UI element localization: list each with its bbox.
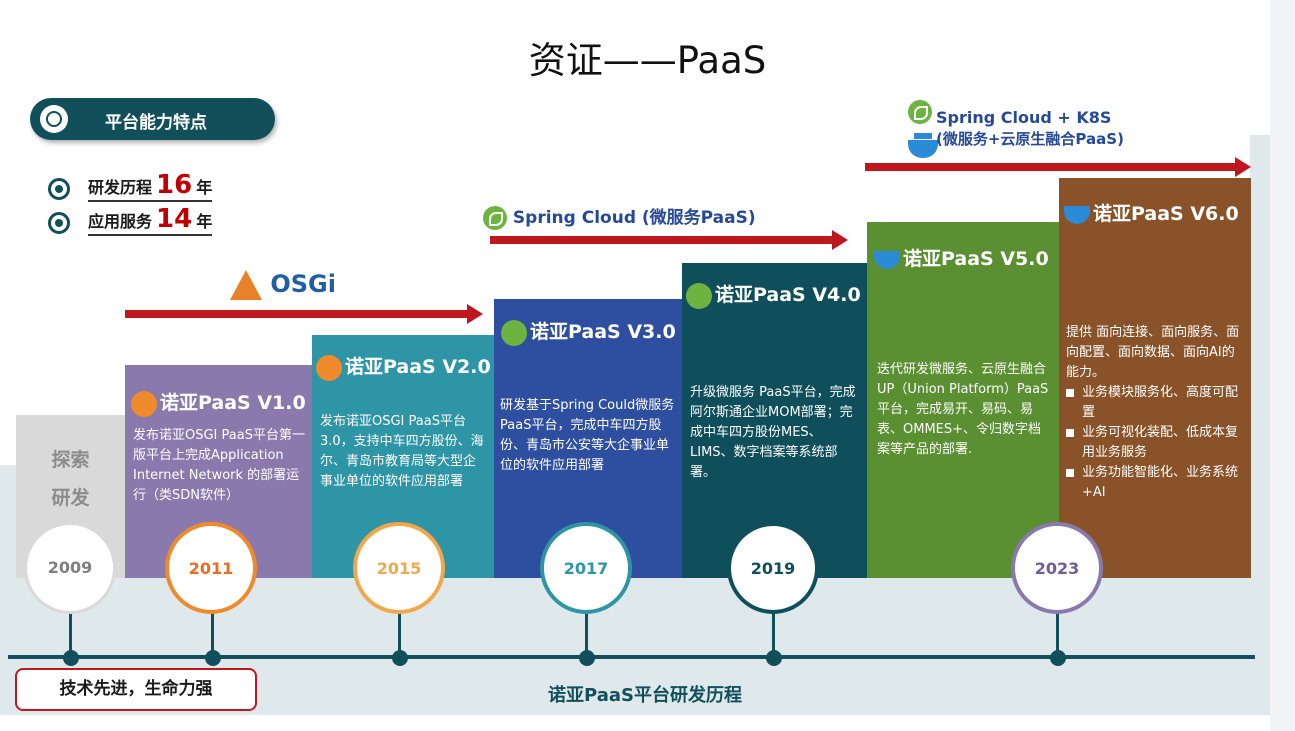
osgi-label: OSGi <box>270 270 336 298</box>
feature-pill: 平台能力特点 <box>30 98 275 140</box>
stage-title-text: 诺亚PaaS V4.0 <box>715 284 861 306</box>
docker-icon <box>908 132 938 158</box>
timeline-stem <box>772 612 775 657</box>
timeline-dot <box>579 650 595 666</box>
year-badge-2011: 2011 <box>165 522 257 614</box>
year-badge-2015: 2015 <box>353 522 445 614</box>
timeline-stem <box>585 612 588 657</box>
target-icon <box>48 178 70 200</box>
timeline-stem <box>1056 612 1059 657</box>
target-icon <box>48 212 70 234</box>
stage-desc-v6: 提供 面向连接、面向服务、面向配置、面向数据、面向AI的能力。 业务模块服务化、… <box>1066 323 1246 503</box>
stage-desc-v5: 迭代研发微服务、云原生融合UP（Union Platform）PaaS 平台，完… <box>877 362 1049 457</box>
stat-value: 14 <box>156 204 193 234</box>
docker-icon <box>1064 205 1090 224</box>
spring-k8s-label-2: (微服务+云原生融合PaaS) <box>936 130 1124 148</box>
stage-bullet: 业务模块服务化、高度可配置 <box>1066 383 1246 423</box>
stage-desc-intro: 提供 面向连接、面向服务、面向配置、面向数据、面向AI的能力。 <box>1066 325 1240 380</box>
motto-box: 技术先进，生命力强 <box>15 668 257 711</box>
timeline-dot <box>63 650 79 666</box>
stage-title-v1: 诺亚PaaS V1.0 <box>131 388 306 417</box>
spring-cloud-logo: Spring Cloud (微服务PaaS) <box>483 203 756 230</box>
stage-box-v5 <box>867 222 1059 578</box>
timeline-dot <box>766 650 782 666</box>
year-badge-2017: 2017 <box>540 522 632 614</box>
stage-title-text: 诺亚PaaS V1.0 <box>160 392 306 414</box>
spring-cloud-label: Spring Cloud (微服务PaaS) <box>512 208 756 228</box>
stage-title-text: 诺亚PaaS V5.0 <box>903 248 1049 270</box>
osgi-icon <box>316 354 342 381</box>
spring-k8s-arrow <box>865 157 1251 177</box>
timeline-stem <box>69 612 72 657</box>
spring-icon <box>686 282 712 309</box>
stage-bullet: 业务可视化装配、低成本复用业务服务 <box>1066 423 1246 463</box>
stage-desc-v1: 发布诺亚OSGI PaaS平台第一版平台上完成Application Inter… <box>133 428 305 503</box>
stage-title-v2: 诺亚PaaS V2.0 <box>316 352 491 381</box>
stat-unit: 年 <box>196 178 213 197</box>
spring-icon <box>483 206 507 230</box>
stage-desc-v2: 发布诺亚OSGI PaaS平台3.0，支持中车四方股份、海尔、青岛市教育局等大型… <box>320 414 484 489</box>
osgi-logo: OSGi <box>230 270 336 300</box>
stage-box-v6 <box>1059 178 1251 578</box>
stat-value: 16 <box>156 170 193 200</box>
feature-pill-label: 平台能力特点 <box>105 113 207 133</box>
stat-label: 应用服务 <box>88 212 153 231</box>
target-icon <box>40 105 68 133</box>
stage-title-v3: 诺亚PaaS V3.0 <box>501 317 676 346</box>
timeline-stem <box>398 612 401 657</box>
stage-title: 探索 研发 <box>51 449 90 509</box>
stage-title-text: 诺亚PaaS V6.0 <box>1093 203 1239 225</box>
spring-icon <box>908 100 932 124</box>
stage-title-text: 诺亚PaaS V2.0 <box>345 356 491 378</box>
timeline-dot <box>1050 650 1066 666</box>
stage-title-text: 诺亚PaaS V3.0 <box>530 321 676 343</box>
timeline-stem <box>211 612 214 657</box>
spring-icon <box>501 319 527 346</box>
slide-edge <box>1270 0 1295 731</box>
year-badge-2009: 2009 <box>24 522 116 614</box>
spring-k8s-label-1: Spring Cloud + K8S <box>936 108 1112 127</box>
year-badge-2019: 2019 <box>727 522 819 614</box>
stage-bullet-list: 业务模块服务化、高度可配置 业务可视化装配、低成本复用业务服务 业务功能智能化、… <box>1066 383 1246 503</box>
slide-title: 资证——PaaS <box>528 39 767 82</box>
docker-icon <box>874 250 900 269</box>
stage-title-v4: 诺亚PaaS V4.0 <box>686 280 861 309</box>
stage-title-v5: 诺亚PaaS V5.0 <box>874 244 1049 271</box>
timeline-axis <box>8 655 1255 659</box>
stage-desc-v3: 研发基于Spring Could微服务 PaaS平台，完成中车四方股份、青岛市公… <box>500 398 675 473</box>
osgi-icon <box>131 390 157 417</box>
stat-label: 研发历程 <box>88 178 153 197</box>
timeline-dot <box>205 650 221 666</box>
year-badge-2023: 2023 <box>1011 522 1103 614</box>
timeline-caption: 诺亚PaaS平台研发历程 <box>548 685 742 706</box>
osgi-arrow <box>125 304 483 324</box>
stat-unit: 年 <box>196 212 213 231</box>
stage-title-v6: 诺亚PaaS V6.0 <box>1064 199 1239 226</box>
spring-k8s-logo <box>908 100 938 158</box>
stage-bullet: 业务功能智能化、业务系统+AI <box>1066 463 1246 503</box>
timeline-dot <box>392 650 408 666</box>
spring-cloud-arrow <box>490 230 848 250</box>
stage-desc-v4: 升级微服务 PaaS平台，完成阿尔斯通企业MOM部署；完成中车四方股份MES、L… <box>690 385 856 480</box>
osgi-icon <box>230 270 262 300</box>
